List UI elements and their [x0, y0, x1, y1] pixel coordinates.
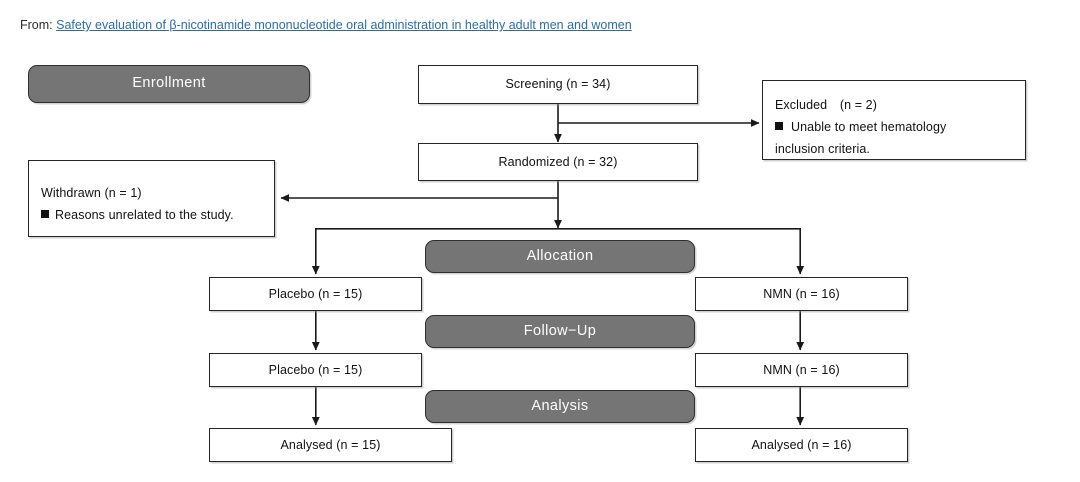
note-excluded-reason-line1: Unable to meet hematology: [775, 117, 1015, 139]
node-nmn-allocation: NMN (n = 16): [695, 277, 908, 311]
note-excluded-title: Excluded (n = 2): [775, 98, 877, 112]
node-nmn-followup: NMN (n = 16): [695, 353, 908, 387]
source-article-link[interactable]: Safety evaluation of β-nicotinamide mono…: [56, 18, 632, 32]
note-withdrawn-reason-line1: Reasons unrelated to the study.: [41, 205, 264, 227]
stage-banner-enrollment: Enrollment: [28, 65, 310, 103]
note-withdrawn: Withdrawn (n = 1) Reasons unrelated to t…: [28, 160, 275, 237]
note-excluded: Excluded (n = 2) Unable to meet hematolo…: [762, 80, 1026, 160]
source-attribution: From: Safety evaluation of β-nicotinamid…: [20, 18, 632, 32]
node-placebo-followup: Placebo (n = 15): [209, 353, 422, 387]
node-screening: Screening (n = 34): [418, 65, 698, 104]
node-randomized: Randomized (n = 32): [418, 143, 698, 181]
bullet-square-icon: [775, 121, 783, 130]
node-placebo-allocation: Placebo (n = 15): [209, 277, 422, 311]
note-excluded-reason-line2: inclusion criteria.: [775, 141, 870, 156]
stage-banner-allocation: Allocation: [425, 240, 695, 273]
source-prefix: From:: [20, 18, 53, 32]
note-withdrawn-title: Withdrawn (n = 1): [41, 186, 142, 200]
stage-banner-followup: Follow−Up: [425, 315, 695, 348]
stage-banner-analysis: Analysis: [425, 390, 695, 423]
node-placebo-analysed: Analysed (n = 15): [209, 428, 452, 462]
bullet-square-icon: [41, 209, 49, 218]
node-nmn-analysed: Analysed (n = 16): [695, 428, 908, 462]
